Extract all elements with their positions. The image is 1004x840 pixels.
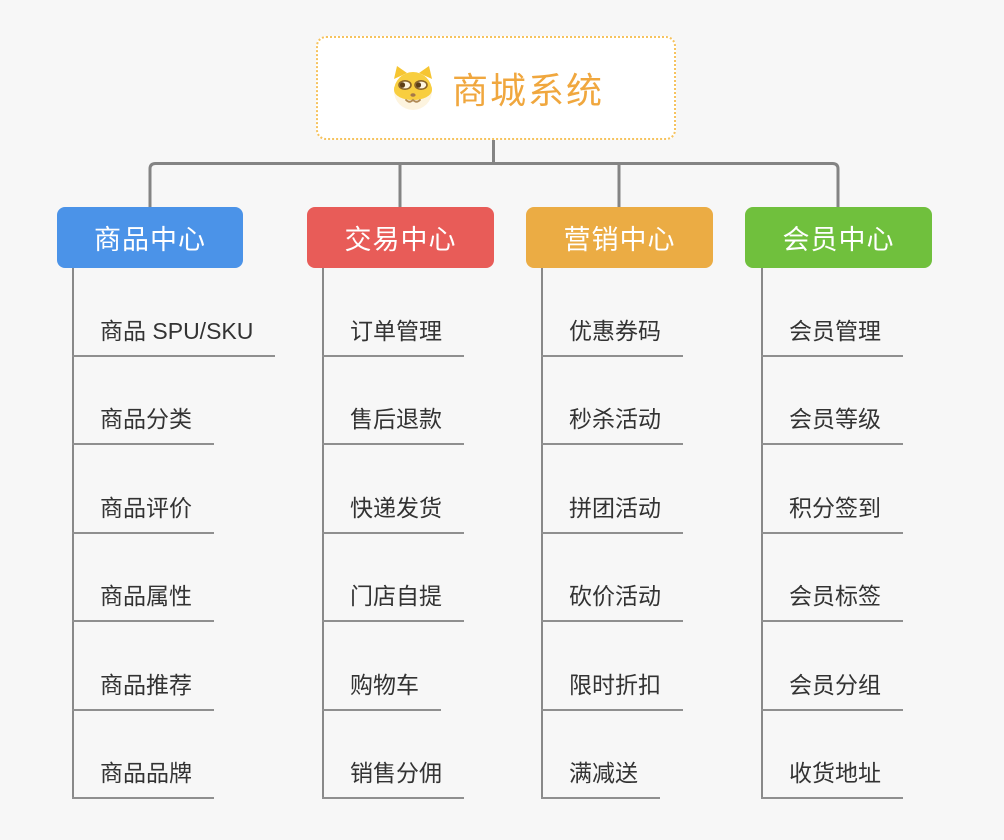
- leaf-node[interactable]: 购物车: [322, 666, 441, 711]
- leaf-node[interactable]: 商品分类: [72, 400, 214, 445]
- leaf-node[interactable]: 收货地址: [761, 754, 903, 799]
- leaf-node[interactable]: 门店自提: [322, 577, 464, 622]
- leaf-node[interactable]: 拼团活动: [541, 489, 683, 534]
- leaf-node[interactable]: 会员等级: [761, 400, 903, 445]
- leaf-column-trade: 订单管理 售后退款 快递发货 门店自提 购物车 销售分佣: [322, 268, 464, 799]
- leaf-node[interactable]: 商品品牌: [72, 754, 214, 799]
- branch-node-trade-center[interactable]: 交易中心: [307, 207, 494, 268]
- leaf-node[interactable]: 商品 SPU/SKU: [72, 312, 276, 357]
- leaf-column-marketing: 优惠券码 秒杀活动 拼团活动 砍价活动 限时折扣 满减送: [541, 268, 683, 799]
- leaf-node[interactable]: 商品属性: [72, 577, 214, 622]
- leaf-node[interactable]: 积分签到: [761, 489, 903, 534]
- dog-face-icon: [393, 66, 432, 110]
- leaf-node[interactable]: 会员标签: [761, 577, 903, 622]
- leaf-node[interactable]: 会员管理: [761, 312, 903, 357]
- leaf-node[interactable]: 砍价活动: [541, 577, 683, 622]
- leaf-node[interactable]: 销售分佣: [322, 754, 464, 799]
- leaf-node[interactable]: 商品评价: [72, 489, 214, 534]
- leaf-node[interactable]: 快递发货: [322, 489, 464, 534]
- root-title: 商城系统: [451, 70, 604, 111]
- leaf-node[interactable]: 优惠券码: [541, 312, 683, 357]
- leaf-node[interactable]: 商品推荐: [72, 666, 214, 711]
- branch-node-product-center[interactable]: 商品中心: [57, 207, 243, 268]
- leaf-node[interactable]: 秒杀活动: [541, 400, 683, 445]
- leaf-node[interactable]: 订单管理: [322, 312, 464, 357]
- branch-node-marketing-center[interactable]: 营销中心: [526, 207, 713, 268]
- leaf-column-member: 会员管理 会员等级 积分签到 会员标签 会员分组 收货地址: [761, 268, 903, 799]
- root-node[interactable]: 商城系统: [316, 36, 676, 140]
- leaf-column-product: 商品 SPU/SKU 商品分类 商品评价 商品属性 商品推荐 商品品牌: [72, 268, 276, 799]
- leaf-node[interactable]: 售后退款: [322, 400, 464, 445]
- leaf-node[interactable]: 限时折扣: [541, 666, 683, 711]
- branch-node-member-center[interactable]: 会员中心: [745, 207, 932, 268]
- leaf-node[interactable]: 会员分组: [761, 666, 903, 711]
- leaf-node[interactable]: 满减送: [541, 754, 660, 799]
